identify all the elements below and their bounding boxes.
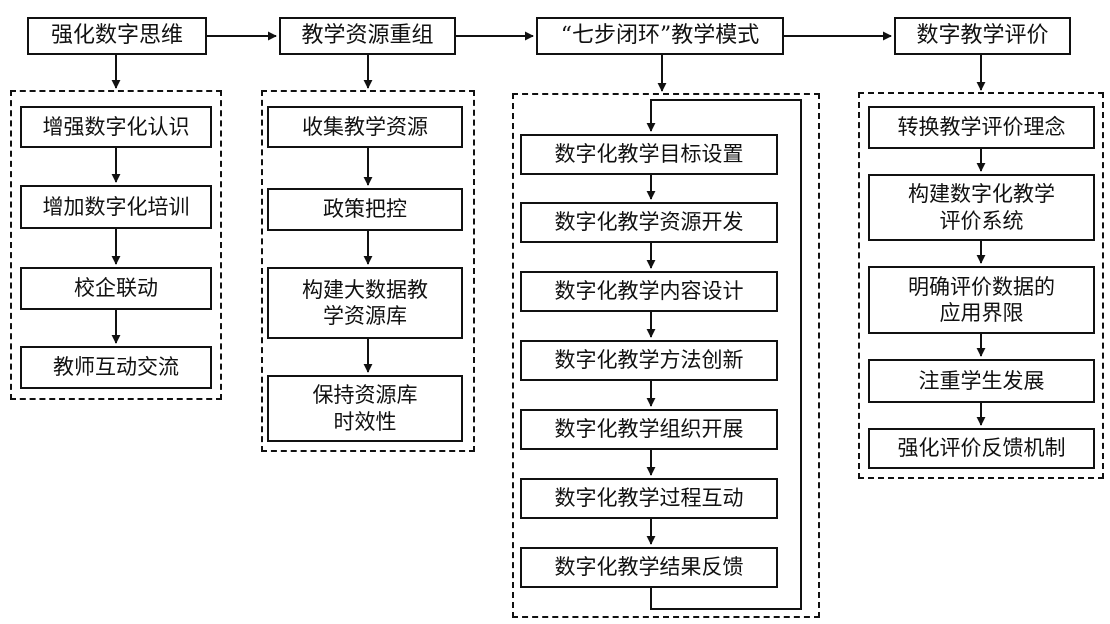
group-digital-thinking <box>10 90 222 400</box>
step-box: 强化评价反馈机制 <box>868 428 1095 469</box>
header-digital-thinking: 强化数字思维 <box>27 17 207 55</box>
step-box: 注重学生发展 <box>868 359 1095 403</box>
step-box: 增加数字化培训 <box>20 185 212 229</box>
loop-arrow <box>646 99 802 610</box>
step-box: 明确评价数据的应用界限 <box>868 266 1095 334</box>
step-box: 数字化教学过程互动 <box>520 478 778 519</box>
step-box: 构建数字化教学评价系统 <box>868 174 1095 241</box>
header-resource-reorg: 教学资源重组 <box>279 17 456 55</box>
step-box: 校企联动 <box>20 267 212 310</box>
step-box: 教师互动交流 <box>20 346 212 389</box>
step-box: 数字化教学组织开展 <box>520 409 778 450</box>
header-digital-evaluation: 数字教学评价 <box>894 17 1071 55</box>
step-box: 构建大数据教学资源库 <box>267 267 463 339</box>
step-box: 政策把控 <box>267 188 463 231</box>
header-seven-step-mode: “七步闭环”教学模式 <box>536 17 784 55</box>
step-box: 数字化教学结果反馈 <box>520 547 778 588</box>
group-seven-step-loop <box>512 93 820 618</box>
step-box: 数字化教学目标设置 <box>520 134 778 175</box>
group-digital-evaluation <box>858 92 1104 479</box>
group-resource-reorg <box>261 90 475 452</box>
step-box: 保持资源库时效性 <box>267 375 463 442</box>
step-box: 数字化教学资源开发 <box>520 202 778 243</box>
step-box: 增强数字化认识 <box>20 106 212 148</box>
step-box: 数字化教学方法创新 <box>520 340 778 381</box>
step-box: 数字化教学内容设计 <box>520 271 778 312</box>
step-box: 转换教学评价理念 <box>868 106 1095 149</box>
step-box: 收集教学资源 <box>267 106 463 148</box>
